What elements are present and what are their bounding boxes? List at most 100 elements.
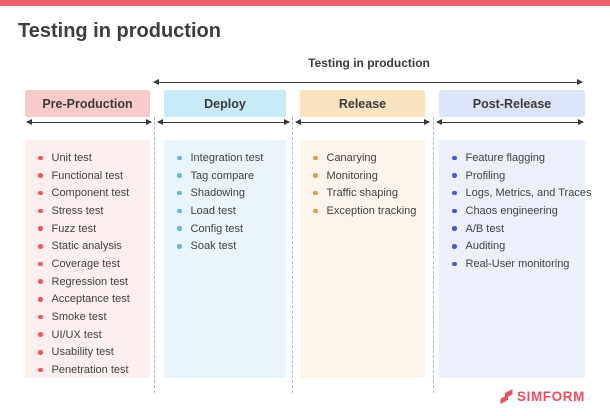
list-item-label: Component test (51, 187, 130, 200)
bullet-icon (38, 350, 43, 355)
bullet-icon (452, 155, 457, 161)
bullet-icon (452, 190, 457, 196)
list-item: Penetration test (38, 361, 146, 379)
list-item-label: Feature flagging (465, 151, 546, 164)
bullet-icon (38, 226, 43, 231)
bullet-icon (177, 244, 182, 249)
list-item: Traffic shaping (313, 184, 421, 202)
list-item: Acceptance test (38, 291, 146, 309)
bullet-icon (177, 155, 182, 161)
list-item-label: Logs, Metrics, and Traces (465, 187, 592, 200)
bullet-icon (38, 332, 43, 337)
list-item-label: Shadowing (190, 187, 245, 200)
list-item-label: Fuzz test (51, 222, 97, 235)
list-item: Feature flagging (452, 149, 581, 167)
top-accent-bar (0, 0, 610, 6)
column-header-post-release: Post-Release (439, 90, 585, 117)
page-title: Testing in production (18, 20, 221, 42)
bullet-icon (452, 208, 457, 214)
list-item: Load test (177, 202, 282, 220)
list-item: Usability test (38, 344, 146, 362)
bullet-icon (452, 173, 457, 178)
simform-logo: SIMFORM (499, 388, 585, 405)
list-item-label: Coverage test (51, 257, 120, 270)
list-item-label: Load test (190, 204, 236, 217)
bullet-icon (452, 226, 457, 231)
column-header-pre-production: Pre-Production (25, 90, 150, 117)
bullet-icon (452, 261, 457, 267)
list-item-label: A/B test (465, 222, 505, 235)
column-header-deploy: Deploy (164, 90, 286, 117)
list-item: Logs, Metrics, and Traces (452, 184, 591, 202)
post-release-range-arrow (436, 119, 584, 125)
pre-production-panel: Unit test Functional test Component test… (25, 140, 150, 378)
list-item: Config test (177, 220, 282, 238)
release-range-arrow (295, 119, 430, 125)
list-item-label: Canarying (326, 151, 377, 164)
bullet-icon (38, 367, 43, 373)
bullet-icon (38, 173, 43, 178)
list-item-label: UI/UX test (51, 328, 102, 341)
bullet-icon (313, 208, 318, 214)
bullet-icon (38, 244, 43, 249)
list-item: UI/UX test (38, 326, 146, 344)
bullet-icon (38, 190, 43, 196)
list-item: Soak test (177, 237, 282, 255)
list-item: Unit test (38, 149, 146, 167)
list-item: Shadowing (177, 184, 282, 202)
simform-logo-icon (500, 389, 513, 404)
list-item: Tag compare (177, 167, 282, 185)
list-item: Fuzz test (38, 220, 146, 238)
list-item-label: Tag compare (190, 169, 255, 182)
list-item-label: Integration test (190, 151, 264, 164)
list-item-label: Static analysis (51, 240, 122, 253)
list-item-label: Unit test (51, 151, 92, 164)
list-item-label: Real-User monitoring (465, 257, 570, 270)
bullet-icon (38, 261, 43, 267)
list-item-label: Functional test (51, 169, 124, 182)
production-scope-label: Testing in production (308, 56, 430, 70)
list-item: Stress test (38, 202, 146, 220)
list-item: Chaos engineering (452, 202, 581, 220)
column-separator-1 (154, 117, 155, 393)
list-item-label: Usability test (51, 346, 114, 359)
list-item: Integration test (177, 149, 282, 167)
bullet-icon (38, 155, 43, 161)
list-item: Canarying (313, 149, 421, 167)
pre-production-range-arrow (26, 119, 152, 125)
bullet-icon (38, 314, 43, 320)
list-item-label: Soak test (190, 240, 237, 253)
bullet-icon (177, 226, 182, 231)
post-release-panel: Feature flagging Profiling Logs, Metrics… (439, 140, 591, 378)
list-item-label: Traffic shaping (326, 187, 399, 200)
list-item: Exception tracking (313, 202, 421, 220)
list-item: Static analysis (38, 237, 146, 255)
bullet-icon (313, 190, 318, 196)
list-item-label: Acceptance test (51, 293, 130, 306)
list-item-label: Regression test (51, 275, 128, 288)
bullet-icon (38, 279, 43, 284)
column-separator-3 (433, 117, 434, 393)
column-header-release: Release (300, 90, 425, 117)
list-item-label: Monitoring (326, 169, 378, 182)
list-item-label: Penetration test (51, 364, 129, 377)
list-item-label: Chaos engineering (465, 204, 558, 217)
list-item: Coverage test (38, 255, 146, 273)
list-item-label: Smoke test (51, 311, 107, 324)
bullet-icon (38, 208, 43, 214)
list-item: A/B test (452, 220, 581, 238)
bullet-icon (177, 208, 182, 214)
simform-logo-text: SIMFORM (517, 389, 585, 404)
list-item: Profiling (452, 167, 581, 185)
bullet-icon (177, 173, 182, 178)
list-item-label: Exception tracking (326, 204, 417, 217)
list-item-label: Auditing (465, 240, 506, 253)
list-item: Monitoring (313, 167, 421, 185)
deploy-panel: Integration test Tag compare Shadowing L… (164, 140, 286, 378)
bullet-icon (177, 190, 182, 196)
list-item: Component test (38, 184, 146, 202)
list-item: Regression test (38, 273, 146, 291)
column-separator-2 (292, 117, 293, 393)
list-item: Real-User monitoring (452, 255, 581, 273)
